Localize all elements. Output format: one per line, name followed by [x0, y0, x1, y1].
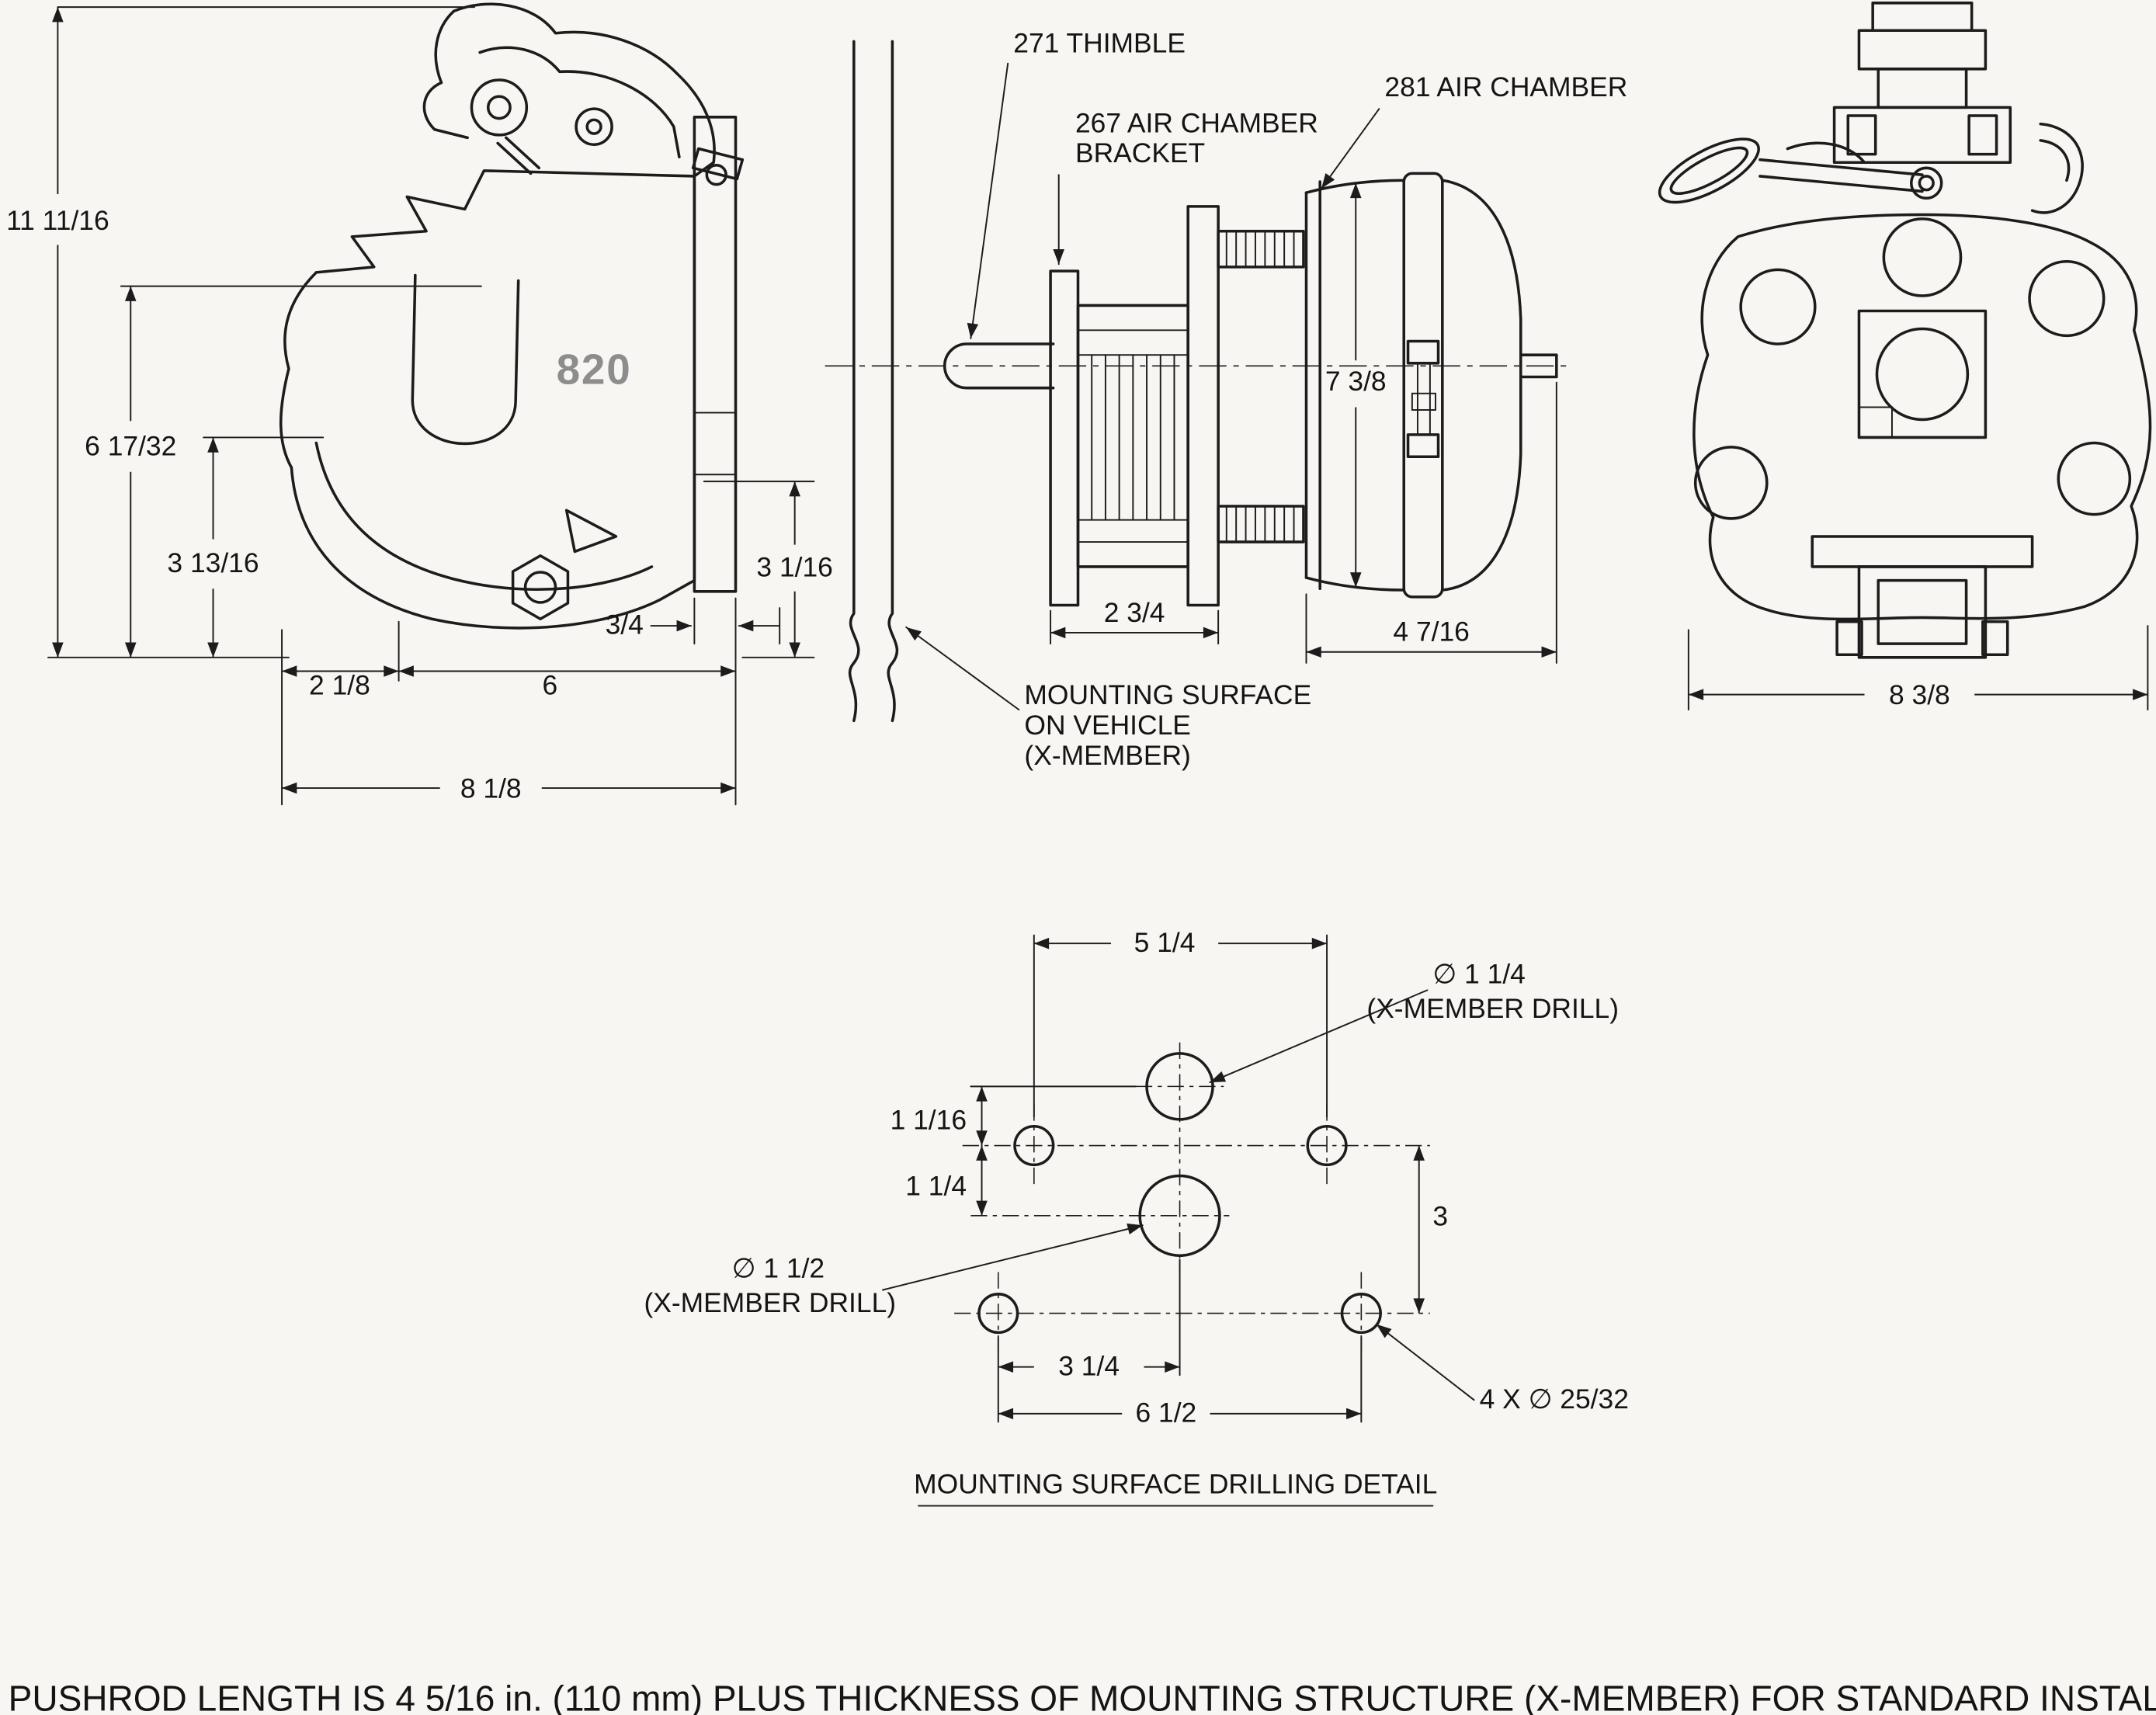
drilling-detail-title: MOUNTING SURFACE DRILLING DETAIL: [914, 1469, 1437, 1500]
casting-rib: [564, 509, 618, 554]
chamber-drawing: [825, 40, 1571, 723]
callout-bracket-line2: BRACKET: [1075, 137, 1205, 168]
dim-plate-height: 3 1/16: [756, 551, 832, 582]
callout-top-hole-dia: ∅ 1 1/4: [1432, 959, 1525, 990]
latch-catch: [422, 9, 469, 140]
hook-throat: [411, 273, 520, 446]
center-bore: [1875, 327, 1970, 422]
latch-stack-1: [1871, 2, 1974, 32]
part-number-label: 820: [557, 345, 632, 393]
stud-top: [1217, 230, 1305, 269]
latch-bolt: [575, 107, 613, 146]
chamber-view: 7 3/8 2 3/4 4 7/16 271 THIMBLE 267 AIR C…: [825, 28, 1627, 771]
drilling-callouts: ∅ 1 1/4 (X-MEMBER DRILL) ∅ 1 1/2 (X-MEMB…: [644, 959, 1628, 1415]
drilling-holes: [954, 1042, 1430, 1355]
side-view-drawing: 820: [279, 2, 745, 630]
dim-bottom-half: 3 1/4: [1058, 1350, 1120, 1381]
mounting-plate-side: [693, 116, 738, 593]
chamber-dimensions: 7 3/8 2 3/4 4 7/16: [1050, 182, 1557, 664]
dim-offset: 2 1/8: [309, 670, 370, 701]
dim-top-span: 5 1/4: [1134, 927, 1196, 958]
dim-top-offset: 1 1/16: [891, 1104, 967, 1135]
bracket-face-plate: [1186, 205, 1220, 607]
callout-center-hole-note: (X-MEMBER DRILL): [644, 1287, 896, 1318]
callout-mounting-line1: MOUNTING SURFACE: [1024, 679, 1311, 710]
dim-side-span: 3: [1432, 1200, 1448, 1231]
pin-head: [1909, 166, 1943, 200]
bolt-hole-bottom-right: [2057, 441, 2132, 516]
callout-corner-holes: 4 X ∅ 25/32: [1480, 1383, 1629, 1415]
bracket-left-flange: [1049, 269, 1080, 607]
clamp-bolt-top: [1406, 339, 1440, 365]
latch-pivot: [470, 78, 529, 137]
air-chamber: [1304, 172, 1558, 599]
dim-overall-width: 8 1/8: [460, 772, 522, 804]
lanyard-ring: [1658, 137, 1760, 204]
pin-clip: [1786, 141, 1866, 165]
callout-bracket-line1: 267 AIR CHAMBER: [1075, 107, 1318, 138]
latch-arm-outer: [452, 2, 716, 178]
side-view-dimensions: 11 11/16 6 17/32 3 13/16 3 1/16 3/4 2 1/…: [6, 6, 833, 806]
pushrod: [1519, 353, 1558, 379]
callout-center-hole-dia: ∅ 1 1/2: [732, 1253, 825, 1284]
dim-chamber-width: 4 7/16: [1393, 616, 1469, 647]
callout-air-chamber: 281 AIR CHAMBER: [1384, 71, 1627, 102]
drilling-dimensions: 5 1/4 1 1/16 1 1/4 3 3 1/4 6 1/2: [891, 927, 1449, 1429]
callout-mounting-line3: (X-MEMBER): [1024, 740, 1190, 771]
callout-top-hole-note: (X-MEMBER DRILL): [1366, 993, 1619, 1024]
clamp-bolt-bottom: [1406, 433, 1440, 459]
bolt-hole-bottom-left: [1693, 446, 1769, 520]
drilling-detail: 5 1/4 1 1/16 1 1/4 3 3 1/4 6 1/2 ∅ 1 1/4…: [644, 927, 1629, 1507]
dim-chamber-height: 7 3/8: [1325, 366, 1387, 397]
side-view: 820 11 11/16 6 17/32 3 13/16 3 1/16: [6, 2, 833, 806]
x-member-surface: [848, 40, 860, 723]
horn-front: [1857, 565, 1988, 659]
thimble: [943, 342, 1055, 390]
dim-height-low: 3 13/16: [167, 547, 259, 578]
center-block: [1857, 309, 1988, 439]
release-handle: [2030, 122, 2084, 214]
front-view-drawing: [1658, 2, 2152, 659]
dim-overall-height: 11 11/16: [6, 205, 109, 236]
footer-note: PUSHROD LENGTH IS 4 5/16 in. (110 mm) PL…: [9, 1678, 2156, 1715]
upper-center-boss: [1882, 217, 1963, 297]
hex-nut: [511, 554, 570, 620]
bolt-hole-top-left: [1739, 268, 1817, 345]
dim-body-width: 6: [543, 670, 558, 701]
hook-body: [279, 169, 696, 630]
pin-shaft: [1758, 158, 1924, 193]
front-view: 8 3/8: [1658, 2, 2152, 711]
latch-stack-2: [1857, 29, 1988, 71]
front-view-dimensions: 8 3/8: [1687, 625, 2149, 711]
horn-band: [1811, 535, 2034, 568]
mounting-plate-front: [1693, 213, 2152, 621]
bolt-hole-top-right: [2028, 259, 2106, 338]
dim-front-width: 8 3/8: [1889, 679, 1950, 710]
dim-plate-thickness: 3/4: [606, 609, 644, 641]
spring-clip: [691, 147, 745, 181]
safety-pin-lanyard: [1658, 137, 1943, 204]
clamp-band: [1402, 172, 1444, 599]
latch-arm-inner: [478, 46, 681, 158]
stud-bottom: [1217, 505, 1305, 543]
latch-stack-3: [1877, 68, 1968, 109]
latch-stack-4: [1832, 106, 2012, 165]
dim-bracket-width: 2 3/4: [1104, 597, 1165, 628]
horn-inner-curve: [314, 441, 654, 591]
chamber-callouts: 271 THIMBLE 267 AIR CHAMBER BRACKET 281 …: [905, 28, 1627, 771]
dim-center-offset: 1 1/4: [905, 1170, 967, 1201]
dim-height-mid: 6 17/32: [85, 430, 176, 461]
callout-thimble: 271 THIMBLE: [1013, 28, 1186, 59]
lock-pin: [496, 136, 541, 175]
dim-bottom-span: 6 1/2: [1135, 1397, 1196, 1429]
callout-mounting-line2: ON VEHICLE: [1024, 710, 1190, 741]
